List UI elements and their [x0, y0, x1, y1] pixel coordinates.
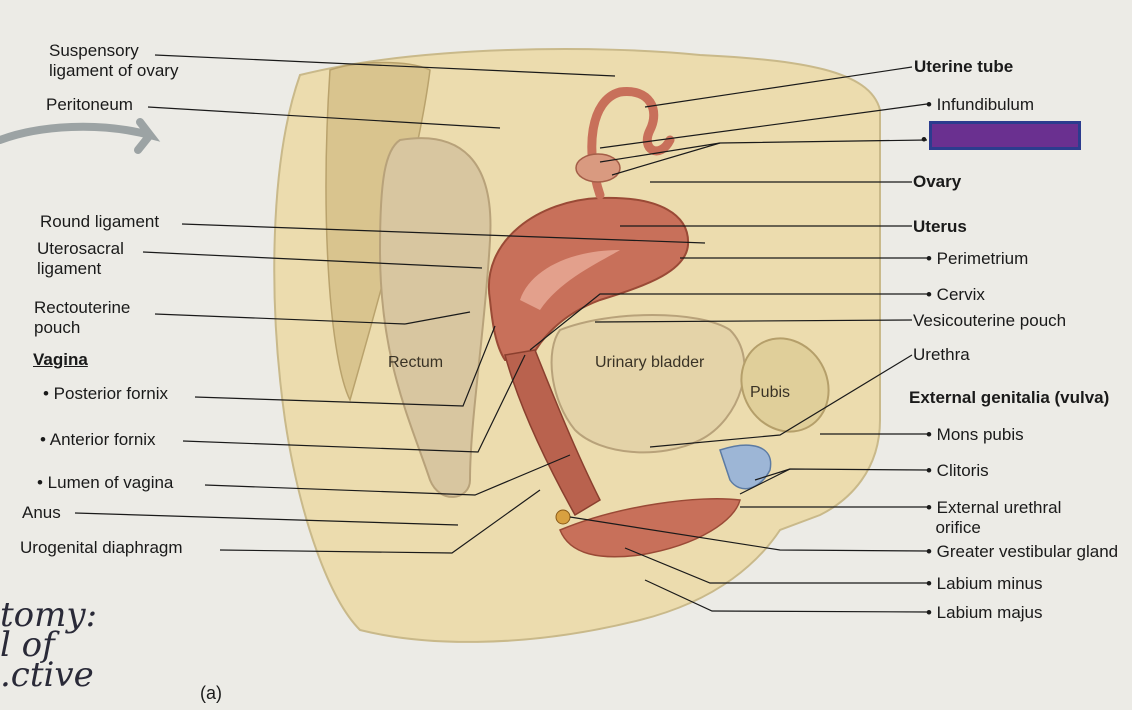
organ-label-urinary-bladder: Urinary bladder: [595, 354, 705, 371]
vagina-shape: [504, 349, 601, 517]
label-urethra: Urethra: [913, 345, 970, 364]
label-round-ligament: Round ligament: [40, 212, 160, 231]
hidden-label-box[interactable]: [929, 121, 1081, 150]
label-uterus: Uterus: [913, 217, 967, 236]
label-labium-majus: • Labium majus: [926, 603, 1043, 622]
figure-letter: (a): [200, 683, 222, 703]
label-perimetrium: • Perimetrium: [926, 249, 1029, 268]
clitoris-shape: [719, 444, 772, 490]
pubis-shape: [740, 337, 830, 433]
label-greater-vestibular-gland: • Greater vestibular gland: [926, 542, 1119, 561]
organ-label-rectum: Rectum: [388, 354, 444, 371]
label-infundibulum: • Infundibulum: [926, 95, 1035, 114]
label-vagina-heading: Vagina: [33, 350, 88, 369]
label-hidden-bullet: •: [921, 130, 927, 149]
label-posterior-fornix: • Posterior fornix: [43, 384, 168, 403]
arrow-shape: [0, 118, 161, 154]
leader-lines: [74, 54, 928, 613]
label-anus: Anus: [22, 503, 61, 522]
uterine-tube-shape: [587, 87, 675, 200]
label-labium-minus: • Labium minus: [926, 574, 1043, 593]
label-clitoris: • Clitoris: [926, 461, 989, 480]
label-vesicouterine-pouch: Vesicouterine pouch: [913, 311, 1067, 330]
label-external-urethral-orifice: • External urethral orifice: [926, 498, 1062, 537]
bladder-shape: [550, 314, 746, 454]
greater-vestibular-gland-shape: [555, 509, 571, 525]
label-lumen-of-vagina: • Lumen of vagina: [37, 473, 174, 492]
label-peritoneum: Peritoneum: [46, 95, 133, 114]
label-mons-pubis: • Mons pubis: [926, 425, 1024, 444]
label-uterine-tube: Uterine tube: [914, 57, 1014, 76]
uterine-cavity: [520, 250, 620, 310]
organ-label-pubis: Pubis: [750, 384, 791, 401]
label-ovary: Ovary: [913, 172, 962, 191]
label-urogenital-diaphragm: Urogenital diaphragm: [20, 538, 183, 557]
label-anterior-fornix: • Anterior fornix: [40, 430, 156, 449]
label-cervix: • Cervix: [926, 285, 985, 304]
ovary-shape: [575, 153, 621, 183]
label-external-genitalia: External genitalia (vulva): [909, 388, 1110, 407]
labia-shape: [559, 498, 741, 558]
handwritten-note: tomy:l of.ctive: [0, 595, 98, 695]
